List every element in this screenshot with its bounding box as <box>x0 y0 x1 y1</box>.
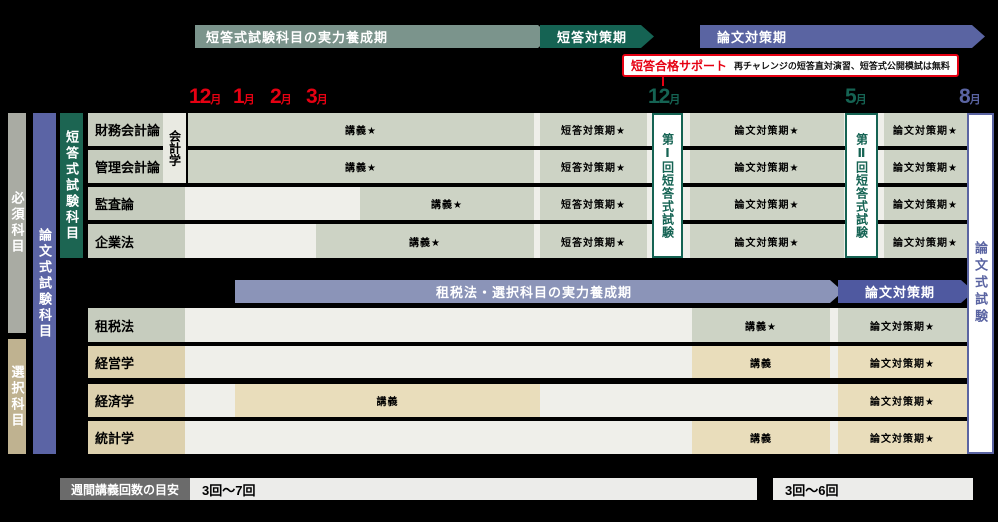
segment-tanto-taisaku: 短答対策期★ <box>540 224 647 258</box>
segment-ronbun-taisaku: 論文対策期★ <box>690 187 844 220</box>
support-badge-title: 短答合格サポート <box>631 59 728 73</box>
row-label-financial-accounting: 財務会計論 <box>88 113 168 146</box>
segment-lecture: 講義★ <box>360 187 534 220</box>
month-unit: 月 <box>243 94 255 106</box>
row-label-corporate-law: 企業法 <box>88 224 191 258</box>
month-num: 5 <box>845 85 857 108</box>
month-num: 1 <box>233 85 245 108</box>
month-unit: 月 <box>280 94 292 106</box>
phase-arrow-tanto-taisaku: 短答対策期 <box>540 25 654 48</box>
segment-ronbun-taisaku: 論文対策期★ <box>884 113 967 146</box>
segment-ronbun-taisaku: 論文対策期★ <box>690 150 844 183</box>
phase-label: 短答式試験科目の実力養成期 <box>206 30 389 45</box>
segment-ronbun-taisaku: 論文対策期★ <box>838 384 967 417</box>
month-unit: 月 <box>210 94 222 106</box>
legend-title-box: 週間講義回数の目安 <box>60 478 190 500</box>
row-track: 講義★ 論文対策期★ <box>185 308 967 342</box>
segment-tanto-taisaku: 短答対策期★ <box>540 113 647 146</box>
phase-label: 短答対策期 <box>556 30 627 45</box>
row-track: 講義 論文対策期★ <box>185 384 967 417</box>
segment-tanto-taisaku: 短答対策期★ <box>540 150 647 183</box>
legend-range-second: 3回〜6回 <box>773 478 973 500</box>
phase-label: 租税法・選択科目の実力養成期 <box>435 285 632 300</box>
badge-connector-line <box>662 75 664 86</box>
row-label-business-administration: 経営学 <box>88 346 191 378</box>
category-elective-subjects: 選択科目 <box>8 339 26 454</box>
row-label-management-accounting: 管理会計論 <box>88 150 168 183</box>
segment-ronbun-taisaku: 論文対策期★ <box>838 421 967 454</box>
exam-box-second-mc-exam: 第Ⅱ回短答式試験 <box>845 113 878 258</box>
row-track: 講義★ 短答対策期★ 論文対策期★ 論文対策期★ <box>185 224 967 258</box>
support-badge-note: 再チャレンジの短答直対演習、短答式公開模試は無料 <box>734 61 950 71</box>
row-track: 講義★ 短答対策期★ 論文対策期★ 論文対策期★ <box>188 150 967 183</box>
segment-lecture: 講義★ <box>188 150 534 183</box>
segment-ronbun-taisaku: 論文対策期★ <box>884 150 967 183</box>
phase-arrow-ronbun-taisaku: 論文対策期 <box>700 25 985 48</box>
row-label-statistics: 統計学 <box>88 421 191 454</box>
segment-lecture: 講義★ <box>316 224 534 258</box>
category-mc-exam-subjects: 短答式試験科目 <box>60 113 83 258</box>
row-track: 講義 論文対策期★ <box>185 346 967 378</box>
month-unit: 月 <box>316 94 328 106</box>
month-num: 8 <box>959 85 971 108</box>
category-essay-exam-subjects: 論文式試験科目 <box>33 113 56 454</box>
month-num: 3 <box>306 85 318 108</box>
segment-ronbun-taisaku: 論文対策期★ <box>884 224 967 258</box>
row-label-tax-law: 租税法 <box>88 308 191 342</box>
row-track: 講義★ 短答対策期★ 論文対策期★ 論文対策期★ <box>185 187 967 220</box>
month-num: 12 <box>648 85 670 108</box>
row-label-audit: 監査論 <box>88 187 191 220</box>
phase-label: 論文対策期 <box>717 30 788 45</box>
row-track: 講義 論文対策期★ <box>185 421 967 454</box>
month-unit: 月 <box>855 94 867 106</box>
phase-arrow-tax-elective-training: 租税法・選択科目の実力養成期 <box>235 280 843 303</box>
segment-tanto-taisaku: 短答対策期★ <box>540 187 647 220</box>
legend-range-first: 3回〜7回 <box>190 478 757 500</box>
row-track: 講義★ 短答対策期★ 論文対策期★ 論文対策期★ <box>188 113 967 146</box>
segment-ronbun-taisaku: 論文対策期★ <box>690 113 844 146</box>
phase-label: 論文対策期 <box>864 285 935 300</box>
segment-lecture: 講義 <box>235 384 540 417</box>
segment-lecture: 講義 <box>692 346 830 378</box>
exam-box-essay-exam: 論文式試験 <box>967 113 994 454</box>
support-badge: 短答合格サポート 再チャレンジの短答直対演習、短答式公開模試は無料 <box>622 54 959 77</box>
category-required-subjects: 必須科目 <box>8 113 26 333</box>
segment-lecture: 講義★ <box>188 113 534 146</box>
month-num: 2 <box>270 85 282 108</box>
segment-ronbun-taisaku: 論文対策期★ <box>884 187 967 220</box>
accounting-group-cell: 会計学 <box>163 113 186 183</box>
segment-ronbun-taisaku: 論文対策期★ <box>838 346 967 378</box>
month-unit: 月 <box>669 94 681 106</box>
segment-lecture: 講義 <box>692 421 830 454</box>
segment-lecture: 講義★ <box>692 308 830 342</box>
exam-box-first-mc-exam: 第Ⅰ回短答式試験 <box>652 113 683 258</box>
row-label-economics: 経済学 <box>88 384 191 417</box>
month-unit: 月 <box>969 94 981 106</box>
month-num: 12 <box>189 85 211 108</box>
segment-ronbun-taisaku: 論文対策期★ <box>690 224 844 258</box>
segment-ronbun-taisaku: 論文対策期★ <box>838 308 967 342</box>
phase-arrow-ronbun-taisaku-mid: 論文対策期 <box>838 280 974 303</box>
phase-arrow-tanto-training: 短答式試験科目の実力養成期 <box>195 25 551 48</box>
